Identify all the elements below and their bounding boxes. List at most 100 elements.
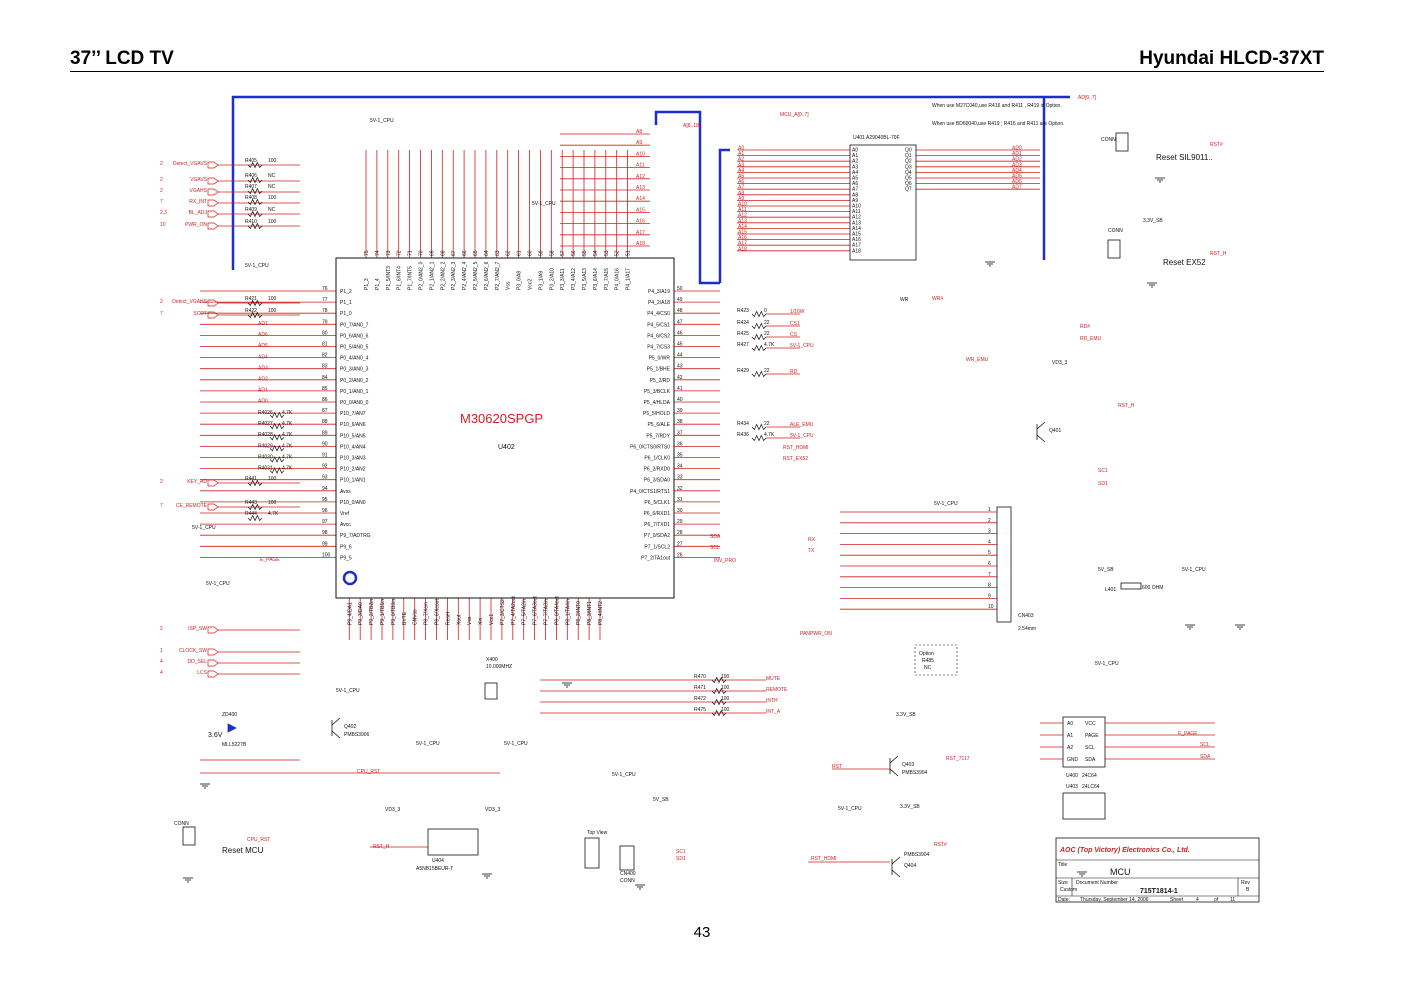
flash-pin-name: A2 [852,159,858,165]
flash-pin-name: A12 [852,215,861,221]
mcu-left-pin-name: P1_2 [340,289,352,295]
address-bus-label: A15 [636,207,645,213]
transistor-emitter [1036,434,1046,443]
eeprom-pin-left: A0 [1067,721,1073,727]
cn403-pin-number: 10 [988,604,994,610]
power-rail-label: 5V-1_CPU [1182,567,1206,573]
right-signal-net: 1/16W [790,309,805,315]
eeprom-ref: U400 [1066,773,1078,779]
mcu-top-pin-number: 62 [506,250,512,256]
mcu-top-pin-name: Vss [506,281,512,290]
flash-pin-label: A7 [738,185,744,191]
cn403-pin-number: 6 [988,561,991,567]
mcu-left-pin-number: 96 [322,508,328,514]
left-port-name: RX_INT [189,199,207,205]
resistor [269,422,285,430]
resistor-pack-value: 4.7K [282,410,293,416]
q402-part: PMBS3906 [344,732,370,738]
flash-pin-name: A3 [852,164,858,170]
mcu-top-pin-number: 56 [571,250,577,256]
left-port-number: 7 [160,311,163,317]
address-line-label: AD6 [258,332,268,338]
resistor [247,503,263,511]
mcu-top-pin-number: 75 [364,250,370,256]
mcu-right-pin-number: 41 [677,386,683,392]
left-port-number: 2 [160,299,163,305]
output-resistor-value: 100 [721,685,730,691]
flash-pin-label: A15 [738,230,747,236]
mcu-bottom-pin-name: CNVss [413,609,419,625]
resistor-pack-value: 4.7K [282,466,293,472]
mcu-part-label: M30620SPGP [460,411,543,426]
mcu-left-pin-number: 95 [322,497,328,503]
address-line-label: AD5 [258,343,268,349]
q404-part: PMBS3904 [904,852,930,858]
zener-diode [227,723,237,733]
mcu-bottom-pin-name: P8_4/INT2 [598,601,604,625]
left-port-number: 4 [160,659,163,665]
flash-pin-label: A16 [738,235,747,241]
resistor-ref: R443 [245,500,257,506]
mcu-left-pin-name: P0_3/AN0_3 [340,367,369,373]
resistor-value: 100 [268,308,277,314]
title-block-doc-label: Document Number [1076,880,1118,886]
flash-pin-name: A5 [852,176,858,182]
page-number: 43 [693,924,711,941]
left-port-number: 2 [160,188,163,194]
mcu-bottom-pin-name: P9_3/DA0 [358,602,364,625]
mcu-left-pin-name: P1_1 [340,300,352,306]
mcu-left-pin-number: 91 [322,453,328,459]
mcu-left-pin-number: 83 [322,364,328,370]
resistor-pack-ref: R4028 [258,432,273,438]
resistor-value: 4.7K [268,511,279,517]
mcu-right-pin-number: 37 [677,430,683,436]
resistor-ref: R409 [245,207,257,213]
mcu-top-pin-name: P4_1/A17 [626,268,632,290]
flash-pin-label: A14 [738,224,747,230]
flash-pin-label: A8 [738,190,744,196]
cn403-pin-number: 4 [988,539,991,545]
flash-data-label: AD5 [1012,174,1022,180]
port-arrow [207,503,219,511]
mcu-right-pin-number: 28 [677,530,683,536]
output-resistor-value: 100 [721,696,730,702]
option-ref: R485 [922,658,934,664]
net-inv-pro: INV_PRO [714,558,736,564]
mcu-top-pin-name: P4_0/A16 [615,268,621,290]
power-rail-label: 5V-1_CPU [612,772,636,778]
reset-ex52-label: Reset EX52 [1163,258,1206,267]
net-labels: AD[0..7] MCU_A[0..7] A[8..18] RD# RD_EMU… [260,95,1135,775]
mcu-left-pin-name: P0_1/AN0_1 [340,389,369,395]
resistor-ref: R410 [245,219,257,225]
flash-data-name: Q5 [905,176,912,182]
mcu-right-pin-number: 29 [677,519,683,525]
doc-header-right: Hyundai HLCD-37XT [1139,48,1324,69]
mcu-left-pin-name: P10_3/AN3 [340,456,366,462]
resistor [247,187,263,195]
address-bus-label: A14 [636,196,645,202]
resistor [269,411,285,419]
title-block-doc: 715T1814-1 [1140,888,1178,895]
net-sd1-bottom: SD1 [676,856,686,862]
left-port-number: 4 [160,670,163,676]
left-port-name: Detect_VGAVS [173,161,208,167]
mcu-left-pin-name: P10_1/AN1 [340,478,366,484]
output-resistor-value: 100 [721,674,730,680]
output-resistor-value: 100 [721,707,730,713]
left-port-number: 2 [160,177,163,183]
title-block-date-label: Date: [1058,897,1070,903]
power-rail-label: 5V-1_CPU [504,741,528,747]
q403-part: PMBS3904 [902,770,928,776]
flash-ic-ref: U401 [853,135,865,141]
mcu-left-pin-number: 82 [322,353,328,359]
power-rail-label: 5V_SB [653,797,669,803]
mcu-top-pin-name: Vcc2 [528,279,534,290]
zener-voltage: 3.6V [208,732,223,739]
port-arrow [207,161,219,169]
mcu-right-pin-name: P6_3/SDA0 [644,478,670,484]
cn403-pin-number: 9 [988,593,991,599]
resistor [247,311,263,319]
resistor [711,676,727,684]
mcu-bottom-pin-name: P8_2/INT0 [576,601,582,625]
flash-data-label: AD4 [1012,168,1022,174]
